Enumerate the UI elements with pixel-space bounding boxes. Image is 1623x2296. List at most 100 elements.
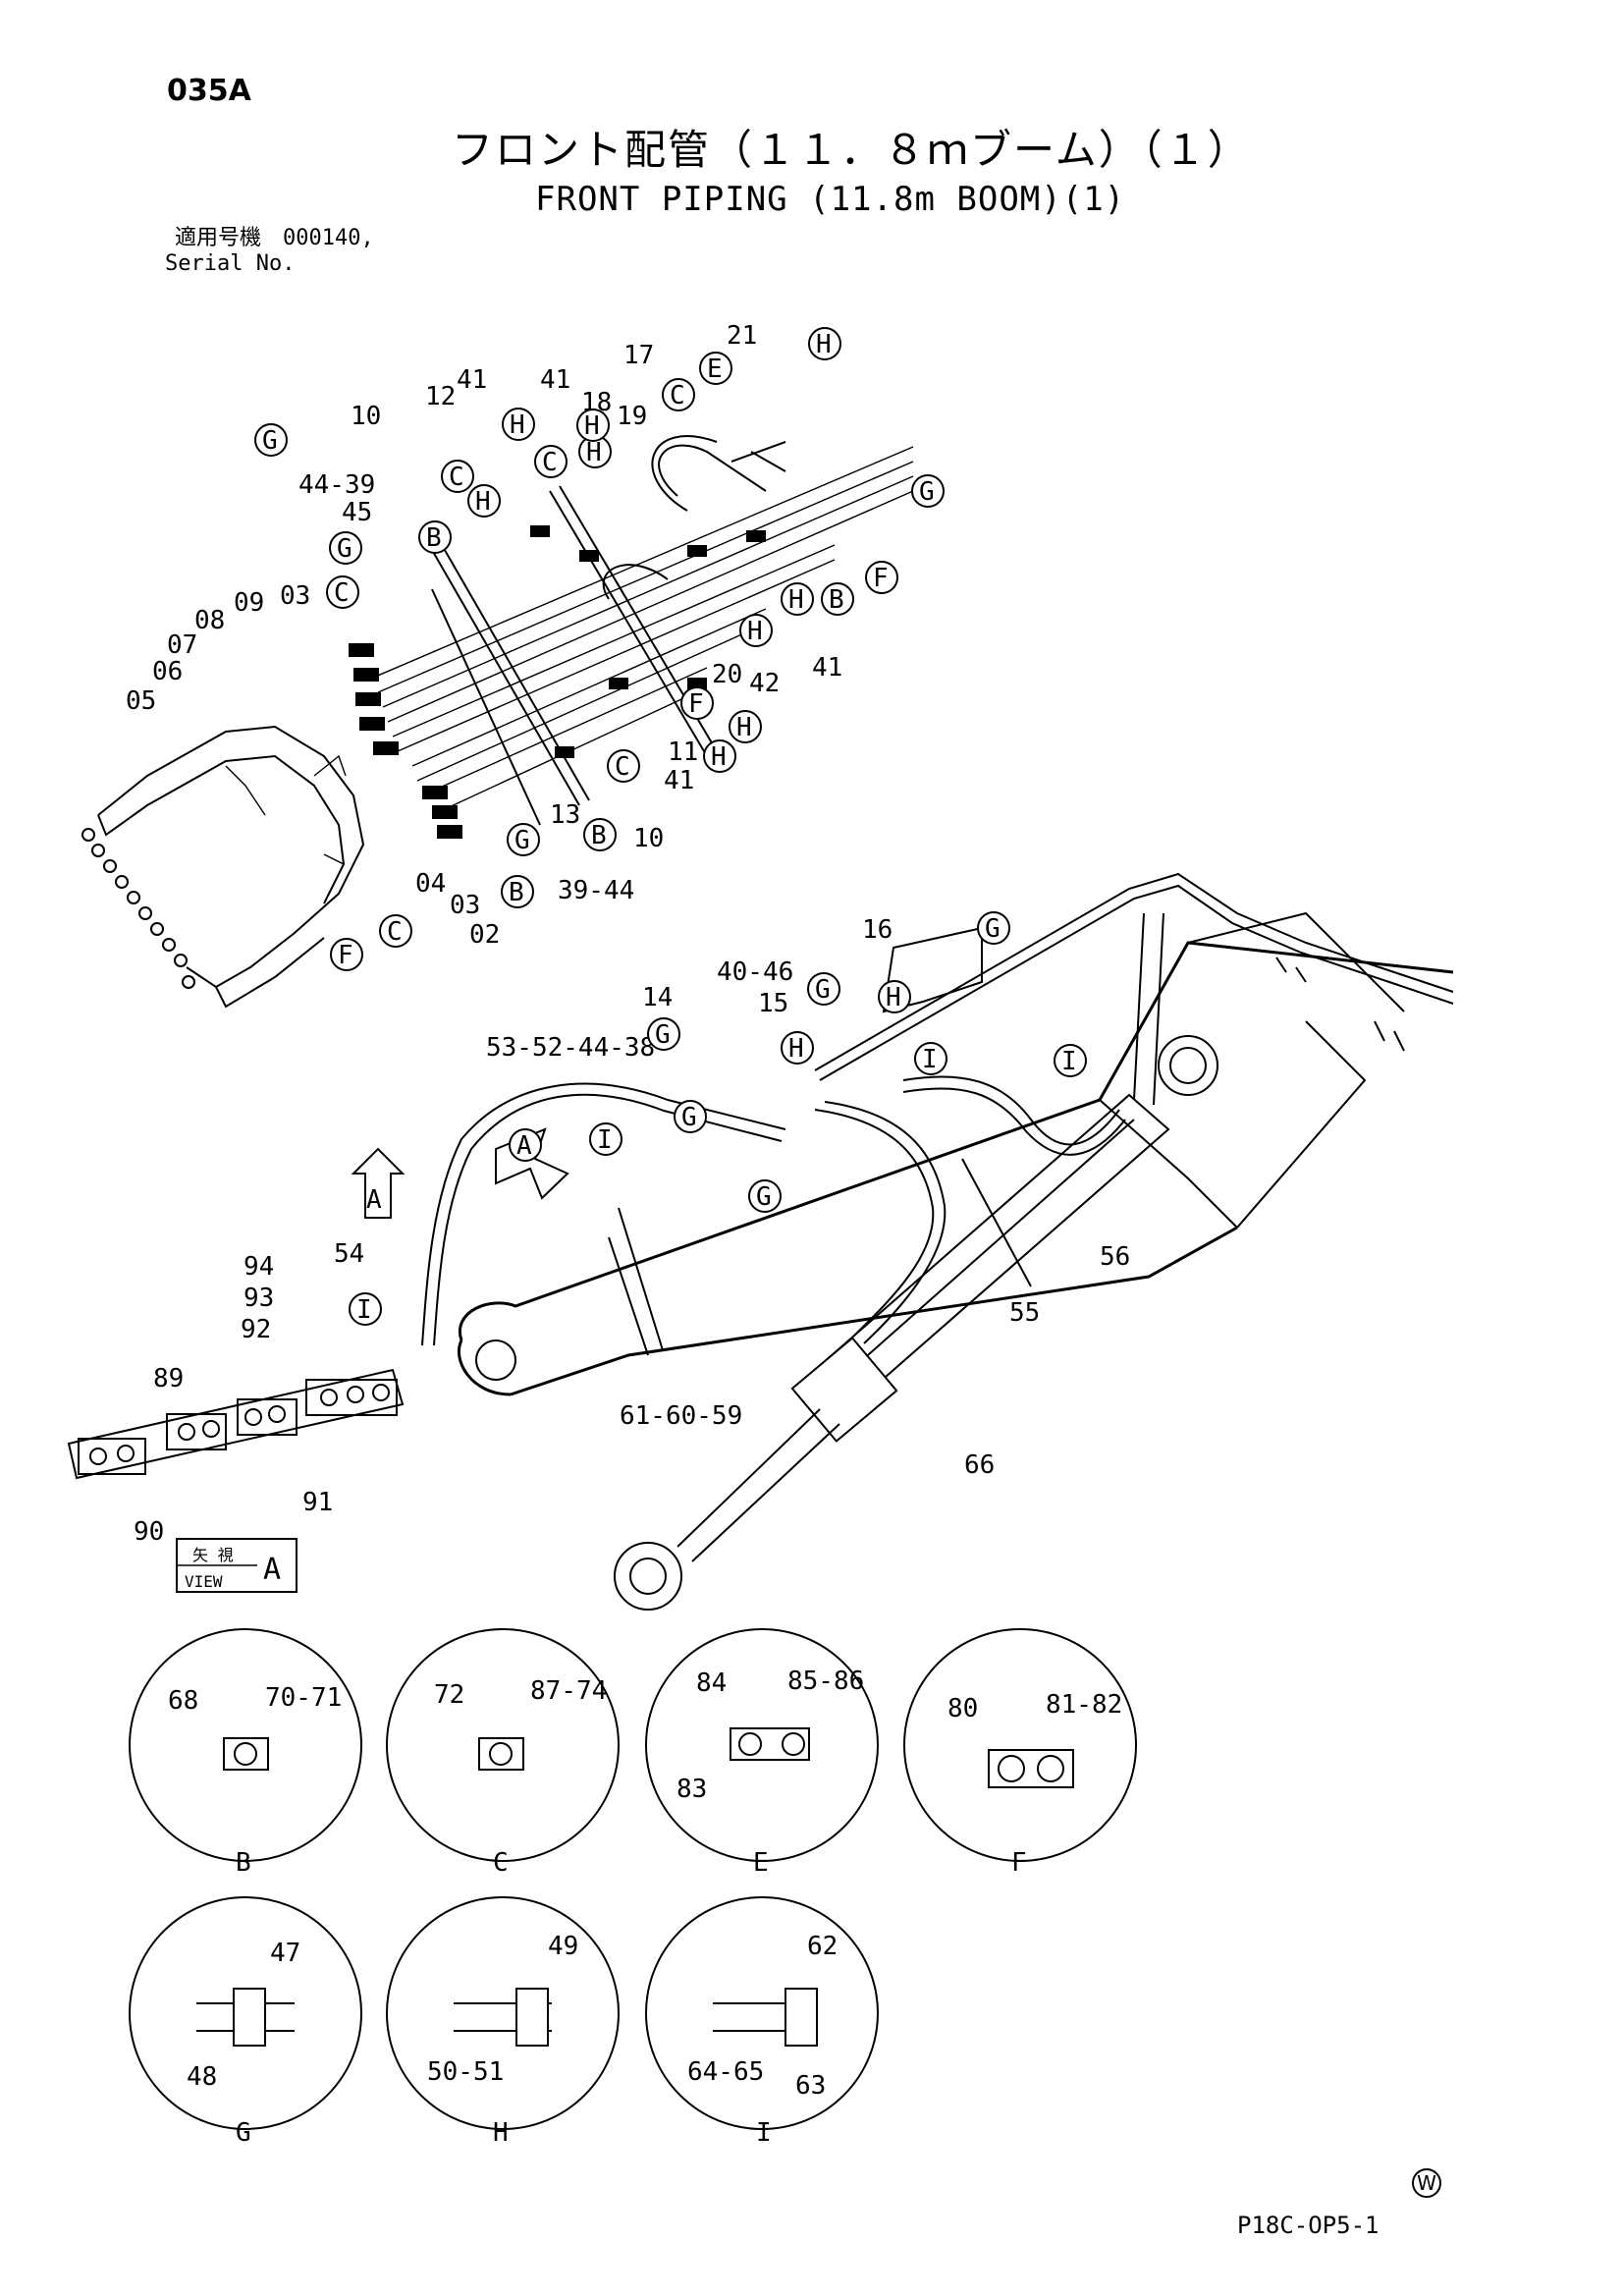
callout-number: 93	[243, 1284, 274, 1313]
letter-callout-circle: F	[330, 938, 363, 971]
svg-text:64-65: 64-65	[687, 2057, 764, 2087]
callout-number: 91	[302, 1488, 333, 1517]
pipe-fittings	[349, 525, 766, 839]
callout-number: 15	[758, 989, 788, 1018]
callout-number: 03	[280, 581, 310, 611]
svg-text:H: H	[475, 487, 491, 517]
svg-text:H: H	[510, 410, 525, 440]
svg-text:B: B	[509, 878, 524, 907]
letter-callout-circle: H	[729, 710, 762, 743]
callout-number: 04	[415, 869, 446, 899]
svg-text:H: H	[816, 330, 832, 359]
callout-number: 40-46	[717, 957, 793, 987]
svg-text:H: H	[586, 438, 602, 467]
letter-callout-circle: C	[607, 749, 640, 783]
upper-pipe-bundle	[81, 435, 914, 1009]
letter-callout-circle: H	[739, 614, 773, 647]
svg-text:G: G	[655, 1020, 671, 1050]
svg-text:G: G	[262, 426, 278, 456]
callout-number: 94	[243, 1252, 274, 1282]
svg-text:H: H	[788, 1034, 804, 1064]
svg-text:A: A	[366, 1185, 382, 1215]
svg-text:VIEW: VIEW	[185, 1572, 223, 1591]
letter-callout-circle: C	[441, 460, 474, 493]
callout-number: 11	[668, 738, 698, 767]
letter-callouts: H E C H G C H H C H G B G C B F H H F H …	[254, 327, 1087, 1326]
svg-text:C: C	[449, 463, 464, 492]
callout-number: 45	[342, 498, 372, 527]
letter-callout-circle: G	[254, 423, 288, 457]
letter-callout-circle: A	[509, 1128, 542, 1162]
svg-text:68: 68	[168, 1686, 198, 1716]
svg-text:B: B	[426, 523, 442, 553]
svg-text:H: H	[788, 585, 804, 615]
letter-callout-circle: H	[467, 484, 501, 518]
svg-text:49: 49	[548, 1932, 578, 1961]
callout-number: 54	[334, 1239, 364, 1269]
letter-callout-circle: C	[326, 575, 359, 609]
svg-text:B: B	[236, 1848, 251, 1878]
callout-number: 12	[425, 382, 456, 411]
svg-text:C: C	[493, 1848, 509, 1878]
letter-callout-circle: B	[821, 582, 854, 616]
svg-text:A: A	[516, 1131, 532, 1161]
callout-number: 09	[234, 588, 264, 618]
letter-callout-circle: C	[379, 914, 412, 948]
svg-text:E: E	[707, 355, 723, 384]
svg-text:G: G	[985, 914, 1001, 944]
title-english: FRONT PIPING (11.8m BOOM)(1)	[535, 180, 1126, 219]
svg-text:A: A	[263, 1553, 281, 1587]
svg-text:I: I	[356, 1295, 372, 1325]
detail-H: 49 50-51 H	[386, 1896, 620, 2148]
svg-text:矢 視: 矢 視	[192, 1546, 234, 1564]
svg-text:72: 72	[434, 1680, 464, 1710]
view-a-label: 矢 視 VIEW A	[176, 1538, 298, 1593]
svg-text:81-82: 81-82	[1046, 1690, 1122, 1720]
detail-E: 84 85-86 83 E	[645, 1628, 879, 1878]
svg-text:G: G	[236, 2118, 251, 2148]
letter-callout-circle: H	[502, 408, 535, 441]
letter-callout-circle: F	[865, 561, 898, 594]
letter-callout-circle: G	[647, 1017, 680, 1051]
callout-number: 10	[633, 824, 664, 853]
svg-text:H: H	[886, 983, 901, 1012]
svg-text:I: I	[597, 1125, 613, 1155]
svg-text:85-86: 85-86	[787, 1667, 864, 1696]
svg-text:62: 62	[807, 1932, 838, 1961]
callout-number: 89	[153, 1364, 184, 1394]
boom-callout-numbers: 16 40-46 14 15 53-52-44-38 54 94 93 92 8…	[134, 915, 1130, 1547]
svg-text:B: B	[591, 821, 607, 850]
callout-number: 39-44	[558, 876, 634, 905]
callout-number: 13	[550, 800, 580, 830]
callout-number: 14	[642, 983, 673, 1012]
letter-callout-circle: G	[911, 474, 945, 508]
letter-callout-circle: F	[680, 686, 714, 720]
svg-text:F: F	[688, 689, 704, 719]
w-mark: W	[1412, 2168, 1441, 2198]
letter-callout-circle: I	[589, 1122, 622, 1156]
letter-callout-circle: B	[501, 875, 534, 908]
callout-number: 19	[617, 402, 647, 431]
svg-text:C: C	[387, 917, 403, 947]
svg-text:G: G	[919, 477, 935, 507]
callout-number: 90	[134, 1517, 164, 1547]
callout-number: 53-52-44-38	[486, 1033, 655, 1063]
title-japanese: フロント配管（１１．８ｍブーム）（１）	[452, 126, 1251, 174]
letter-callout-circle: H	[781, 1031, 814, 1065]
letter-callout-circle: C	[662, 378, 695, 411]
svg-text:E: E	[753, 1848, 769, 1878]
svg-text:48: 48	[187, 2062, 217, 2092]
svg-text:C: C	[615, 752, 630, 782]
svg-text:I: I	[922, 1045, 938, 1074]
callout-number: 21	[727, 321, 757, 351]
serial-label-japanese: 適用号機 000140,	[175, 226, 374, 250]
page-code: 035A	[167, 74, 251, 108]
callout-number: 06	[152, 657, 183, 686]
svg-text:C: C	[670, 381, 685, 410]
callout-number: 56	[1100, 1242, 1130, 1272]
svg-text:50-51: 50-51	[427, 2057, 504, 2087]
svg-text:G: G	[815, 975, 831, 1005]
letter-callout-circle: G	[807, 972, 840, 1006]
detail-C: 72 87-74 C	[386, 1628, 620, 1878]
